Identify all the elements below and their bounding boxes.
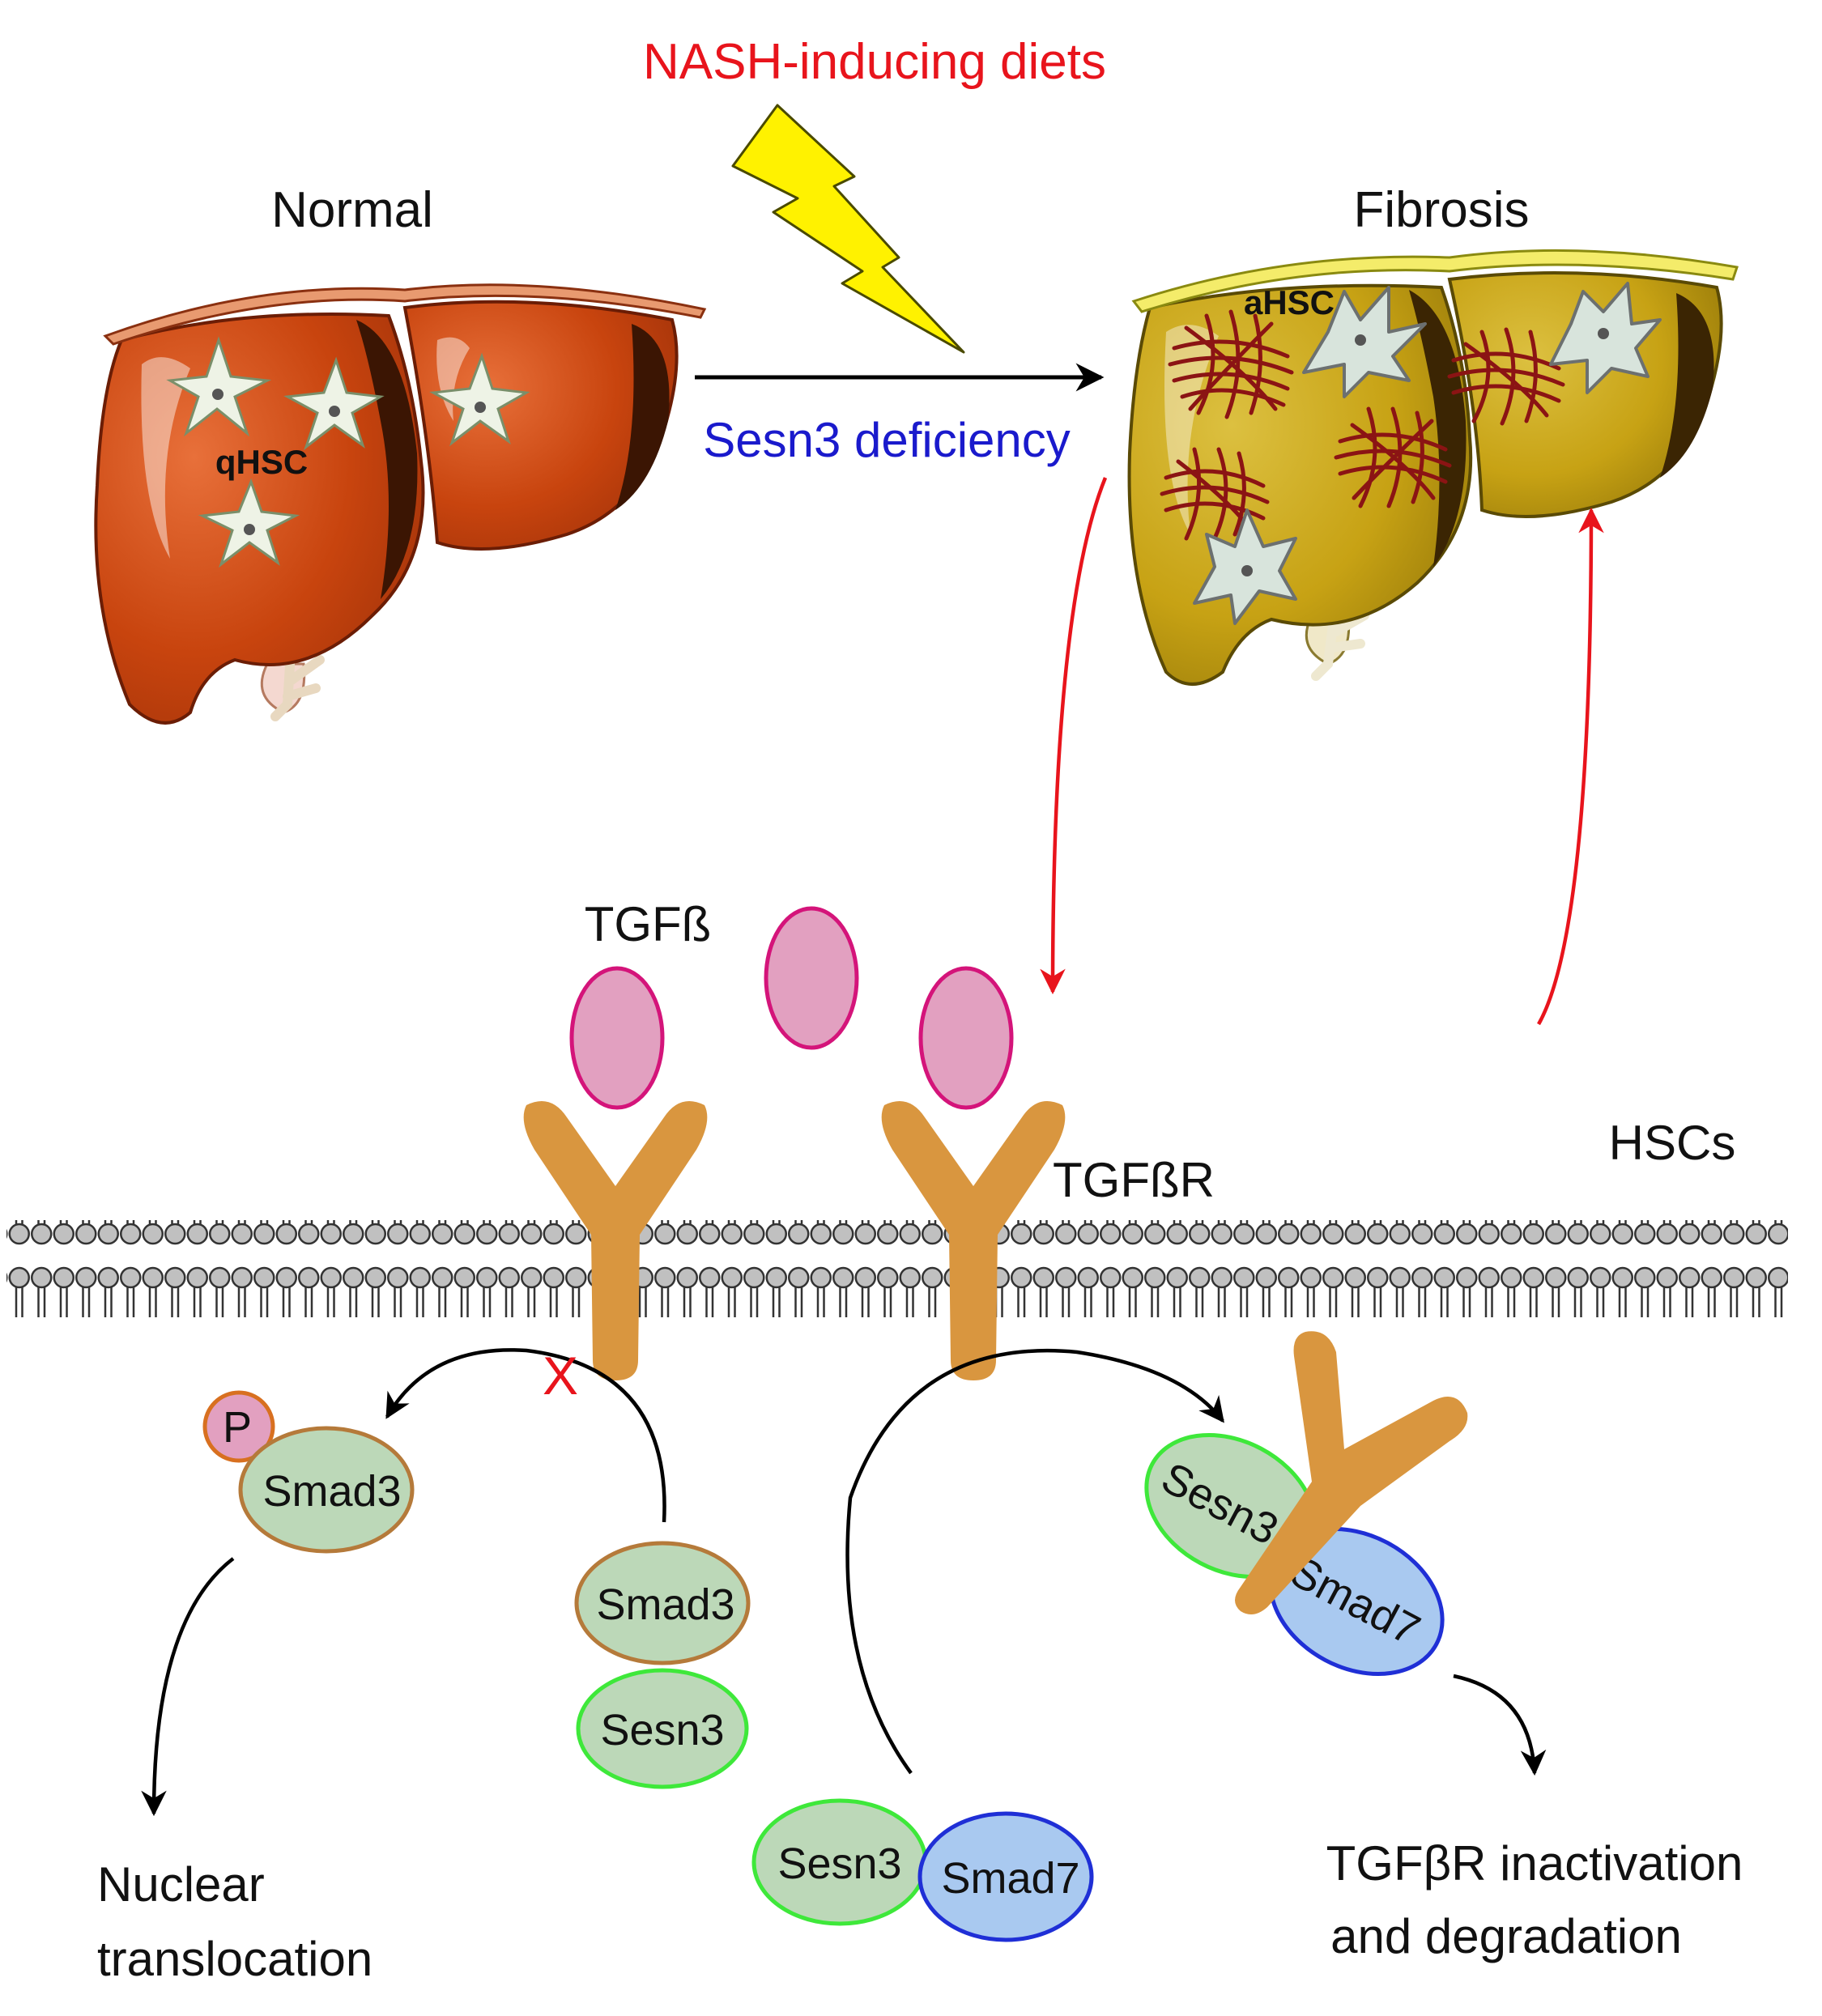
qhsc-label: qHSC	[215, 443, 308, 481]
smad3-phospho	[238, 1426, 415, 1554]
phosphate-group	[202, 1390, 275, 1463]
blocked-mark: X	[543, 1346, 578, 1406]
receptor-label: TGFßR	[1053, 1153, 1215, 1207]
fibrotic-liver	[1127, 249, 1739, 686]
nuclear-label-line2: translocation	[97, 1932, 372, 1986]
sesn3-label: Sesn3	[600, 1706, 724, 1754]
phosphorylation-arrow	[385, 1348, 666, 1523]
fibrosis-label: Fibrosis	[1353, 182, 1529, 238]
smad3-complex	[574, 1541, 751, 1665]
diet-label: NASH-inducing diets	[643, 34, 1106, 90]
degradation-label-line1: TGFβR inactivation	[1326, 1836, 1743, 1891]
degradation-arrow	[1453, 1674, 1547, 1776]
smad3-phospho-label: Smad3	[262, 1467, 401, 1516]
nuclear-arrow	[141, 1557, 235, 1817]
normal-label: Normal	[271, 182, 433, 238]
tgfb-ligand-2	[764, 906, 859, 1050]
degradation-label-line2: and degradation	[1330, 1909, 1682, 1963]
smad3-label: Smad3	[596, 1580, 734, 1629]
nuclear-label-line1: Nuclear	[97, 1857, 265, 1912]
smad7-pair-label: Smad7	[941, 1854, 1079, 1903]
lightning-bolt-icon	[731, 104, 965, 354]
smad7-pair	[917, 1811, 1094, 1942]
hscs-label: HSCs	[1609, 1116, 1736, 1170]
internalization-arrow	[845, 1348, 1224, 1775]
deficiency-label: Sesn3 deficiency	[703, 413, 1071, 467]
ahsc-label: aHSC	[1244, 283, 1335, 321]
tgfb-ligand-3	[918, 966, 1014, 1110]
phosphate-label: P	[223, 1403, 252, 1452]
normal-liver	[94, 283, 707, 725]
tgfb-label: TGFß	[585, 897, 712, 951]
red-arrow-up	[1537, 507, 1604, 1026]
sesn3-complex	[576, 1668, 749, 1789]
cell-membrane	[6, 1220, 1788, 1317]
tgfb-receptor-1	[523, 1101, 708, 1380]
tgfb-receptor-2	[881, 1101, 1066, 1380]
tgfb-ligand-1	[569, 966, 665, 1110]
sesn3-pair-label: Sesn3	[777, 1839, 901, 1888]
internalized-receptor	[1235, 1331, 1468, 1614]
red-arrow-down	[1040, 477, 1108, 995]
